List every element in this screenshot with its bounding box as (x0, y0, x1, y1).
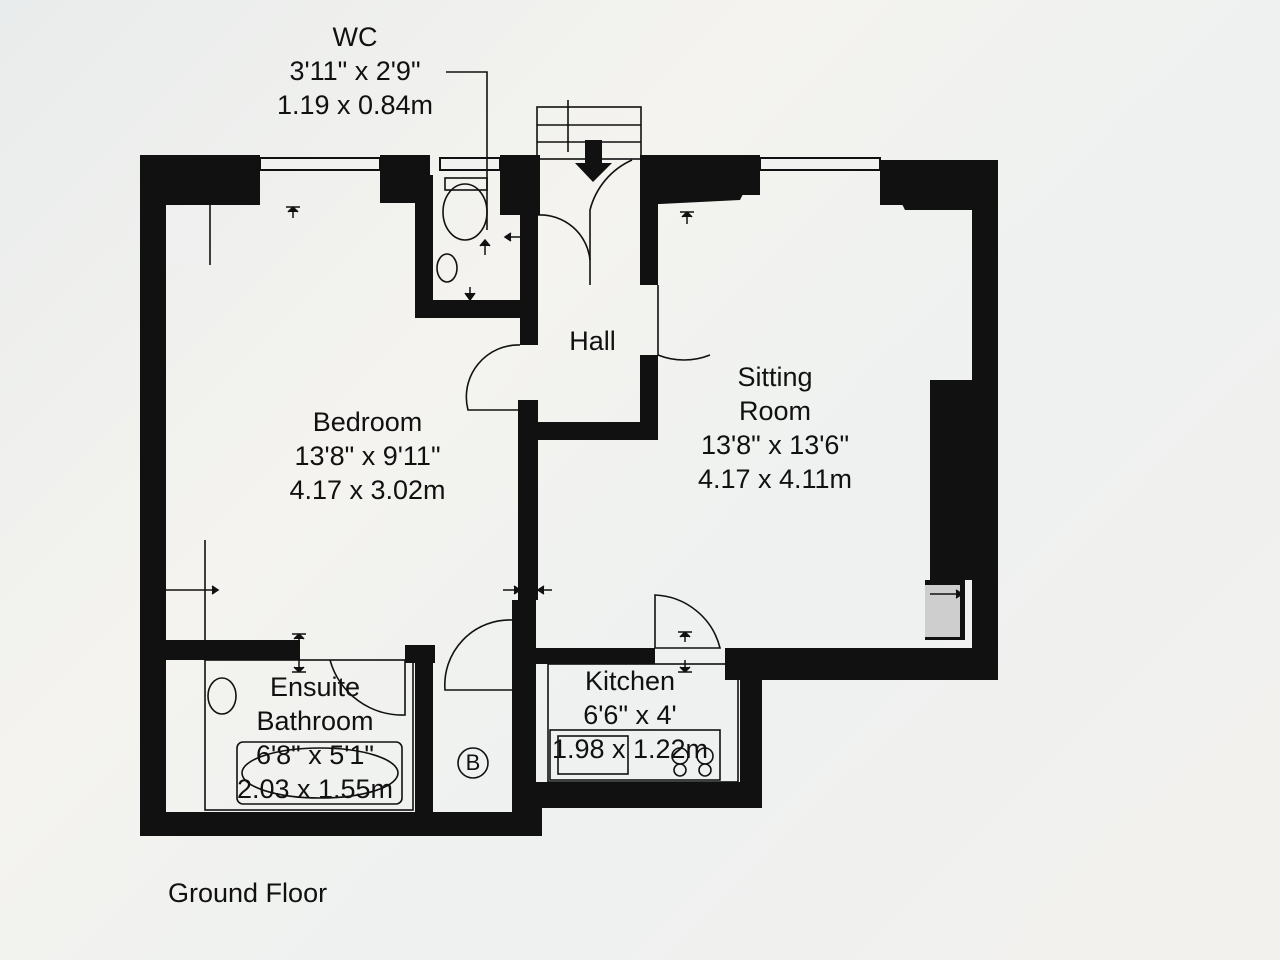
door-kitchen (654, 594, 722, 649)
fixtures (204, 177, 739, 811)
hall-label: Hall (545, 324, 640, 358)
wc-cistern (444, 177, 488, 191)
door-hall-bedroom (465, 344, 521, 411)
door-hall-sitting (657, 285, 711, 361)
bedroom-imperial: 13'8" x 9'11" (294, 441, 441, 471)
walls (140, 155, 998, 836)
wall-sitting-tl (640, 160, 760, 205)
ensuite-wall-line (204, 659, 414, 811)
window-wc (439, 157, 501, 171)
hall-name: Hall (569, 326, 616, 356)
wall-ensuite-top (150, 640, 300, 660)
wc-name: WC (332, 22, 378, 52)
hob-ring-4 (698, 763, 712, 777)
wall-closet-right (512, 600, 536, 690)
wall-wc-left (415, 175, 433, 315)
dimension-markers (166, 205, 964, 674)
ensuite-name-2: Bathroom (256, 706, 374, 736)
wall-chimney-left (166, 155, 260, 205)
wall-hall-right-low (640, 355, 658, 440)
kitchen-worktop (549, 729, 721, 781)
window-bedroom (259, 157, 381, 171)
wall-bottom (140, 812, 540, 836)
wall-hall-low-sitting (535, 422, 655, 440)
wall-kitchen-bottom (535, 782, 762, 808)
wall-kitchen-left (535, 648, 655, 664)
ensuite-name-1: Ensuite (269, 672, 361, 702)
ensuite-basin-icon (207, 677, 237, 715)
kitchen-metric: 1.98 x 1.22m (551, 734, 709, 764)
wall-kitchen-right (740, 648, 762, 808)
wall-wc-bottom (415, 300, 535, 318)
wc-basin-icon (436, 253, 458, 283)
wall-hall-mid (520, 315, 538, 345)
sitting-room-metric: 4.17 x 4.11m (697, 464, 853, 494)
door-swings (329, 159, 722, 716)
ensuite-metric: 2.03 x 1.55m (236, 774, 394, 804)
wall-ensuite-right (415, 645, 433, 820)
windows (259, 157, 881, 171)
sitting-room-imperial: 13'8" x 13'6" (700, 430, 850, 460)
wc-imperial: 3'11" x 2'9" (289, 56, 421, 86)
wall-bottom-right (725, 648, 998, 680)
wall-right-jog (930, 380, 975, 580)
door-ensuite (329, 659, 406, 716)
wc-toilet-icon (442, 183, 488, 241)
bedroom-label: Bedroom 13'8" x 9'11" 4.17 x 3.02m (250, 405, 485, 507)
wall-chimney-right (880, 160, 998, 210)
sitting-room-name-2: Room (738, 396, 812, 426)
bedroom-metric: 4.17 x 3.02m (289, 475, 446, 505)
kitchen-label: Kitchen 6'6" x 4' 1.98 x 1.22m (535, 664, 725, 766)
kitchen-sink-icon (557, 735, 629, 775)
wall-hall-right (640, 195, 658, 285)
bath-icon (236, 741, 403, 805)
kitchen-imperial: 6'6" x 4' (583, 700, 677, 730)
wc-metric: 1.19 x 0.84m (276, 90, 434, 120)
wall-left (140, 155, 166, 835)
window-sitting (759, 157, 881, 171)
kitchen-inner-line (547, 663, 739, 783)
boiler-label: B (465, 750, 481, 775)
hob-ring-3 (673, 763, 687, 777)
sitting-room-label: Sitting Room 13'8" x 13'6" 4.17 x 4.11m (660, 360, 890, 496)
wall-hall-left-low (512, 690, 536, 820)
entry-steps (446, 71, 642, 230)
floor-label: Ground Floor (168, 878, 328, 908)
door-wc (537, 214, 591, 261)
bedroom-name: Bedroom (312, 407, 423, 437)
bath-inner (241, 747, 399, 799)
sitting-room-name-1: Sitting (737, 362, 813, 392)
wall-right (972, 160, 998, 680)
wall-hall-left (518, 400, 538, 600)
entry-arrow-icon (575, 140, 612, 182)
ensuite-imperial: 6'8" x 5'1" (255, 740, 375, 770)
wc-label: WC 3'11" x 2'9" 1.19 x 0.84m (250, 20, 460, 122)
boiler-icon (457, 747, 489, 779)
door-closet (444, 619, 513, 691)
ensuite-label: Ensuite Bathroom 6'8" x 5'1" 2.03 x 1.55… (215, 670, 415, 806)
door-hall-entry (589, 159, 633, 285)
kitchen-name: Kitchen (584, 666, 676, 696)
wall-wc-right (520, 175, 538, 320)
